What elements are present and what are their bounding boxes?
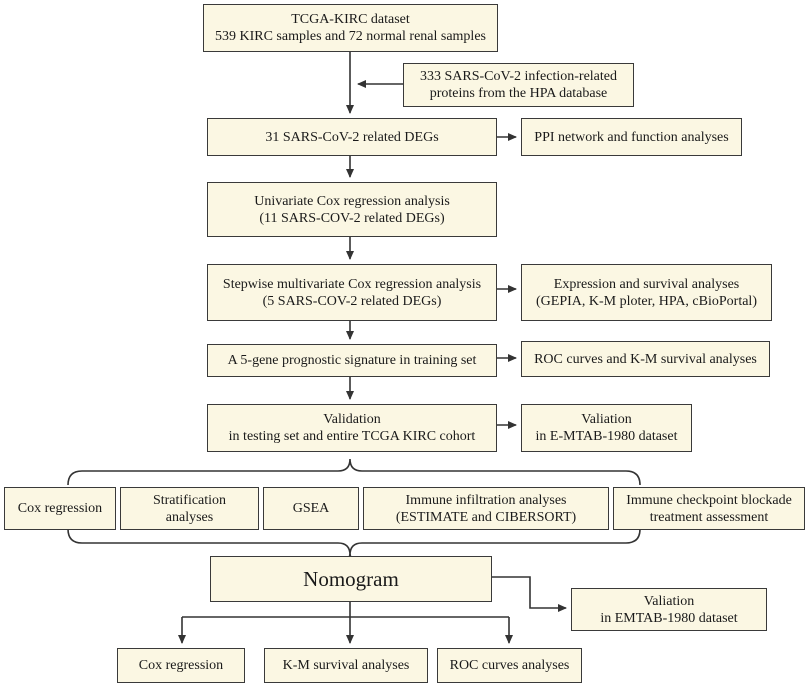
node-cox-regression: Cox regression xyxy=(4,487,116,530)
node-immune-infiltration: Immune infiltration analyses(ESTIMATE an… xyxy=(363,487,609,530)
top-brace xyxy=(67,458,641,486)
node-gsea: GSEA xyxy=(263,487,359,530)
node-ppi-network: PPI network and function analyses xyxy=(521,118,742,156)
bottom-brace xyxy=(67,528,641,556)
node-nomogram-roc-curves: ROC curves analyses xyxy=(437,648,582,683)
node-univariate-cox: Univariate Cox regression analysis(11 SA… xyxy=(207,182,497,237)
arrow-nomogram-to-emtab xyxy=(492,576,567,612)
node-31-degs: 31 SARS-CoV-2 related DEGs xyxy=(207,118,497,156)
node-nomogram-km-survival: K-M survival analyses xyxy=(264,648,428,683)
node-expression-survival: Expression and survival analyses(GEPIA, … xyxy=(521,264,772,321)
node-roc-km: ROC curves and K-M survival analyses xyxy=(521,341,770,377)
node-nomogram: Nomogram xyxy=(210,556,492,602)
node-stepwise-multivariate: Stepwise multivariate Cox regression ana… xyxy=(207,264,497,321)
node-nomogram-cox-regression: Cox regression xyxy=(117,648,245,683)
node-5-gene-signature: A 5-gene prognostic signature in trainin… xyxy=(207,344,497,377)
